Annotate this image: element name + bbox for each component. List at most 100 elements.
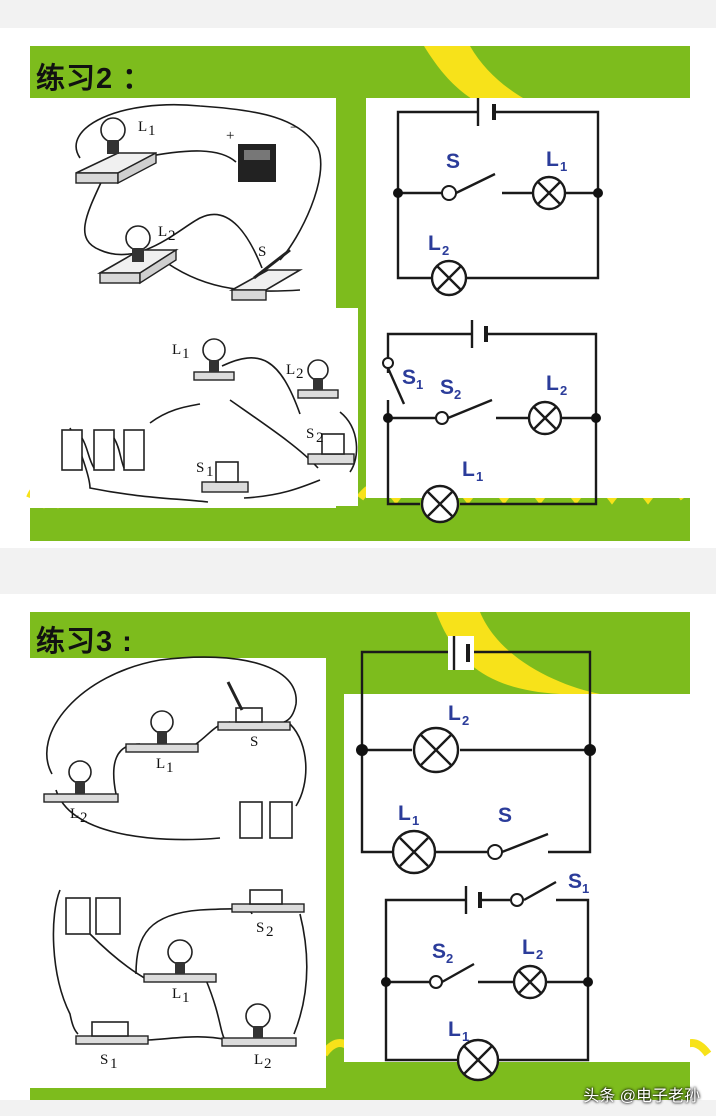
exercise-title: 练习2 ： bbox=[36, 63, 153, 95]
slide-exercise-3: 练习3 : L 2 L 1 bbox=[0, 594, 716, 1100]
svg-text:2: 2 bbox=[80, 810, 88, 826]
lamp-l1-label: L bbox=[172, 342, 181, 358]
lamp-l1-symbol bbox=[420, 484, 460, 524]
lamp-l2-label: L bbox=[522, 936, 535, 959]
svg-text:1: 1 bbox=[416, 377, 423, 392]
battery-pictorial bbox=[238, 144, 276, 182]
svg-text:2: 2 bbox=[316, 430, 324, 446]
svg-text:1: 1 bbox=[476, 469, 483, 484]
junction-node bbox=[591, 413, 601, 423]
lamp-l1-label: L bbox=[138, 119, 147, 135]
svg-text:1: 1 bbox=[110, 1056, 118, 1072]
svg-text:1: 1 bbox=[582, 881, 589, 896]
schematic-circuit-bottom: S 1 S 2 L 2 L 1 bbox=[381, 870, 593, 1082]
switch-s-label: S bbox=[250, 734, 258, 750]
switch-s2-contact bbox=[435, 411, 449, 425]
svg-text:1: 1 bbox=[560, 159, 567, 174]
battery-pack-pictorial bbox=[61, 429, 145, 471]
lamp-l2-label: L bbox=[428, 232, 441, 255]
schematic-circuit-top: L 2 L 1 S bbox=[356, 636, 596, 875]
lamp-l2-pictorial-b bbox=[297, 359, 339, 399]
junction-node bbox=[356, 744, 368, 756]
watermark-text: 头条 @电子老孙 bbox=[583, 1088, 700, 1105]
svg-text:1: 1 bbox=[148, 123, 156, 139]
switch-s-contact bbox=[441, 185, 457, 201]
svg-text:1: 1 bbox=[166, 760, 174, 776]
switch-s1-label: S bbox=[100, 1052, 108, 1068]
lamp-l2-pictorial bbox=[43, 760, 119, 803]
lamp-l1-label: L bbox=[156, 756, 165, 772]
schematic-circuit-bottom: S 1 S 2 L 2 L 1 bbox=[382, 320, 601, 524]
lamp-l2-label: L bbox=[448, 702, 461, 725]
junction-node bbox=[383, 413, 393, 423]
svg-text:2: 2 bbox=[536, 947, 543, 962]
switch-s-label: S bbox=[498, 804, 512, 827]
battery-minus-label: − bbox=[290, 120, 298, 136]
pictorial-circuit-bottom: S 2 L 1 S 1 L 2 bbox=[52, 889, 308, 1072]
battery-plus-label: + bbox=[226, 128, 234, 144]
svg-text:1: 1 bbox=[182, 346, 190, 362]
svg-text:2: 2 bbox=[296, 366, 304, 382]
switch-s1-pictorial bbox=[201, 461, 249, 493]
switch-s1-pictorial bbox=[75, 1021, 149, 1045]
switch-s-contact bbox=[487, 844, 503, 860]
lamp-l2-label: L bbox=[286, 362, 295, 378]
switch-s1-blade bbox=[386, 367, 406, 405]
slide-exercise-2: 练习2 ： L 1 L 2 bbox=[0, 28, 716, 548]
switch-s1-contact bbox=[510, 893, 524, 907]
pictorial-circuit-top: L 1 L 2 + − S bbox=[75, 103, 322, 301]
junction-node bbox=[583, 977, 593, 987]
lamp-l2-label: L bbox=[158, 224, 167, 240]
lamp-l1-label: L bbox=[546, 148, 559, 171]
switch-s2-pictorial bbox=[307, 433, 355, 465]
lamp-l1-pictorial bbox=[125, 710, 199, 753]
svg-text:1: 1 bbox=[182, 990, 190, 1006]
lamp-l1-label: L bbox=[172, 986, 181, 1002]
lamp-l2-label: L bbox=[254, 1052, 263, 1068]
junction-node bbox=[393, 188, 403, 198]
lamp-l2-symbol bbox=[430, 259, 468, 297]
svg-text:2: 2 bbox=[454, 387, 461, 402]
switch-s2-pictorial bbox=[231, 889, 305, 913]
switch-s2-label: S bbox=[306, 426, 314, 442]
lamp-l1-label: L bbox=[448, 1018, 461, 1041]
schematic-circuit-top: S L 1 L 2 bbox=[393, 98, 603, 297]
battery-pack-pictorial bbox=[239, 801, 293, 839]
switch-s1-label: S bbox=[196, 460, 204, 476]
svg-text:1: 1 bbox=[206, 464, 214, 480]
lamp-l1-symbol bbox=[531, 175, 567, 211]
schematic-panel-background bbox=[366, 98, 690, 498]
lamp-l1-symbol bbox=[391, 829, 437, 875]
switch-s-label: S bbox=[258, 244, 266, 260]
exercise-title: 练习3 : bbox=[36, 626, 133, 658]
switch-s-label: S bbox=[446, 150, 460, 173]
svg-text:2: 2 bbox=[462, 713, 469, 728]
lamp-l2-symbol bbox=[527, 400, 563, 436]
switch-s-pictorial bbox=[217, 681, 291, 731]
switch-s2-label: S bbox=[440, 376, 454, 399]
lamp-l2-symbol bbox=[412, 726, 460, 774]
lamp-l1-label: L bbox=[462, 458, 475, 481]
junction-node bbox=[381, 977, 391, 987]
lamp-l1-pictorial bbox=[75, 117, 157, 185]
switch-s1-contact bbox=[382, 357, 394, 369]
switch-s-pictorial bbox=[228, 248, 303, 301]
svg-text:1: 1 bbox=[412, 813, 419, 828]
lamp-l2-label: L bbox=[70, 806, 79, 822]
lamp-l1-pictorial bbox=[143, 939, 217, 983]
junction-node bbox=[584, 744, 596, 756]
svg-text:2: 2 bbox=[168, 228, 176, 244]
lamp-l2-pictorial bbox=[97, 225, 179, 285]
svg-text:2: 2 bbox=[264, 1056, 272, 1072]
pictorial-circuit-bottom: L 1 L 2 S 1 S 2 bbox=[61, 338, 358, 503]
lamp-l2-label: L bbox=[546, 372, 559, 395]
switch-s1-label: S bbox=[568, 870, 582, 893]
switch-s1-label: S bbox=[402, 366, 416, 389]
switch-s2-contact bbox=[429, 975, 443, 989]
svg-text:2: 2 bbox=[446, 951, 453, 966]
lamp-l1-label: L bbox=[398, 802, 411, 825]
lamp-l2-symbol bbox=[512, 964, 548, 1000]
lamp-l1-symbol bbox=[456, 1038, 500, 1082]
svg-text:2: 2 bbox=[266, 924, 274, 940]
svg-text:1: 1 bbox=[462, 1029, 469, 1044]
